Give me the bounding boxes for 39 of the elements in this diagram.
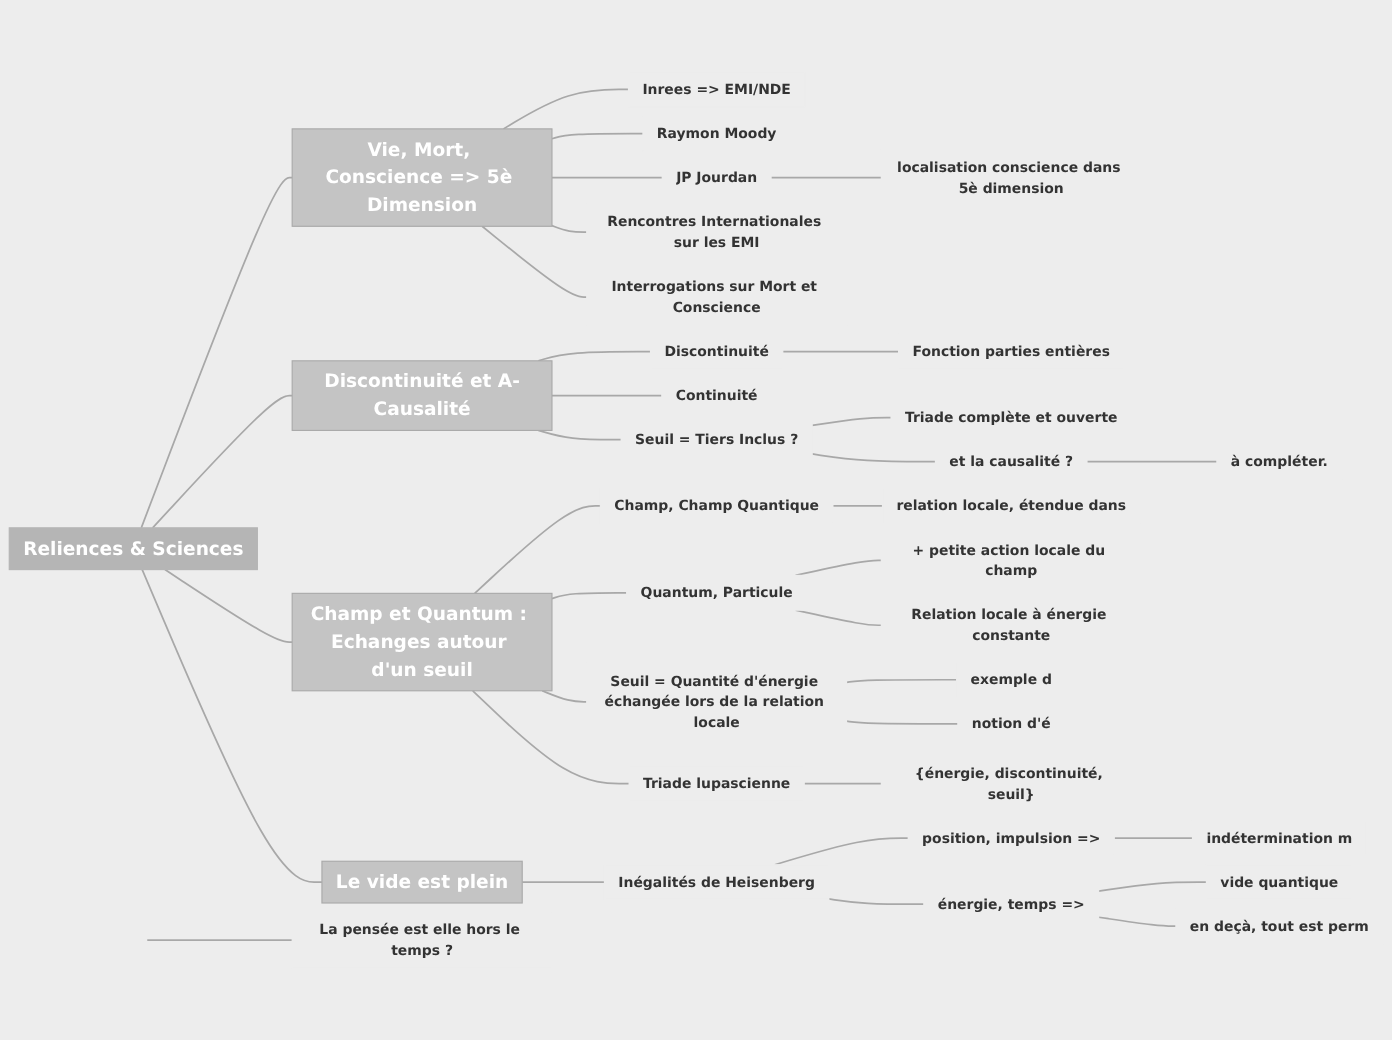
connector	[781, 350, 900, 353]
connector	[794, 609, 883, 627]
node-box: Champ et Quantum : Echanges autour d'un seuil	[291, 592, 553, 692]
connector	[537, 429, 622, 441]
connector	[845, 678, 958, 684]
node-box: Discontinuité et A-Causalité	[291, 360, 553, 431]
connector	[811, 453, 937, 463]
node-box: Reliences & Sciences	[8, 527, 258, 571]
connector	[1086, 460, 1218, 463]
connector	[521, 881, 606, 883]
connector	[541, 689, 588, 703]
node-box: Vie, Mort, Conscience => 5è Dimension	[291, 128, 553, 227]
connector	[537, 350, 652, 362]
connector	[770, 176, 883, 179]
node-box: Le vide est plein	[321, 860, 523, 904]
connector	[1113, 837, 1194, 839]
connector	[794, 559, 883, 577]
connector	[551, 132, 644, 140]
connector	[828, 898, 925, 906]
connector	[140, 176, 294, 529]
connector	[481, 225, 588, 298]
connector	[551, 394, 663, 397]
connector	[773, 837, 910, 866]
connector	[473, 504, 602, 595]
connector	[832, 504, 884, 507]
connector	[845, 720, 959, 725]
connector	[551, 591, 628, 600]
connector	[471, 689, 630, 785]
connector	[803, 782, 883, 785]
connector	[551, 176, 664, 179]
connector	[151, 394, 294, 529]
connector	[551, 224, 588, 233]
connector	[1097, 916, 1177, 928]
connector	[502, 88, 630, 130]
connector	[146, 939, 294, 941]
connector	[164, 568, 294, 643]
connector	[811, 416, 892, 427]
connector	[141, 568, 323, 883]
connector	[1097, 881, 1208, 892]
